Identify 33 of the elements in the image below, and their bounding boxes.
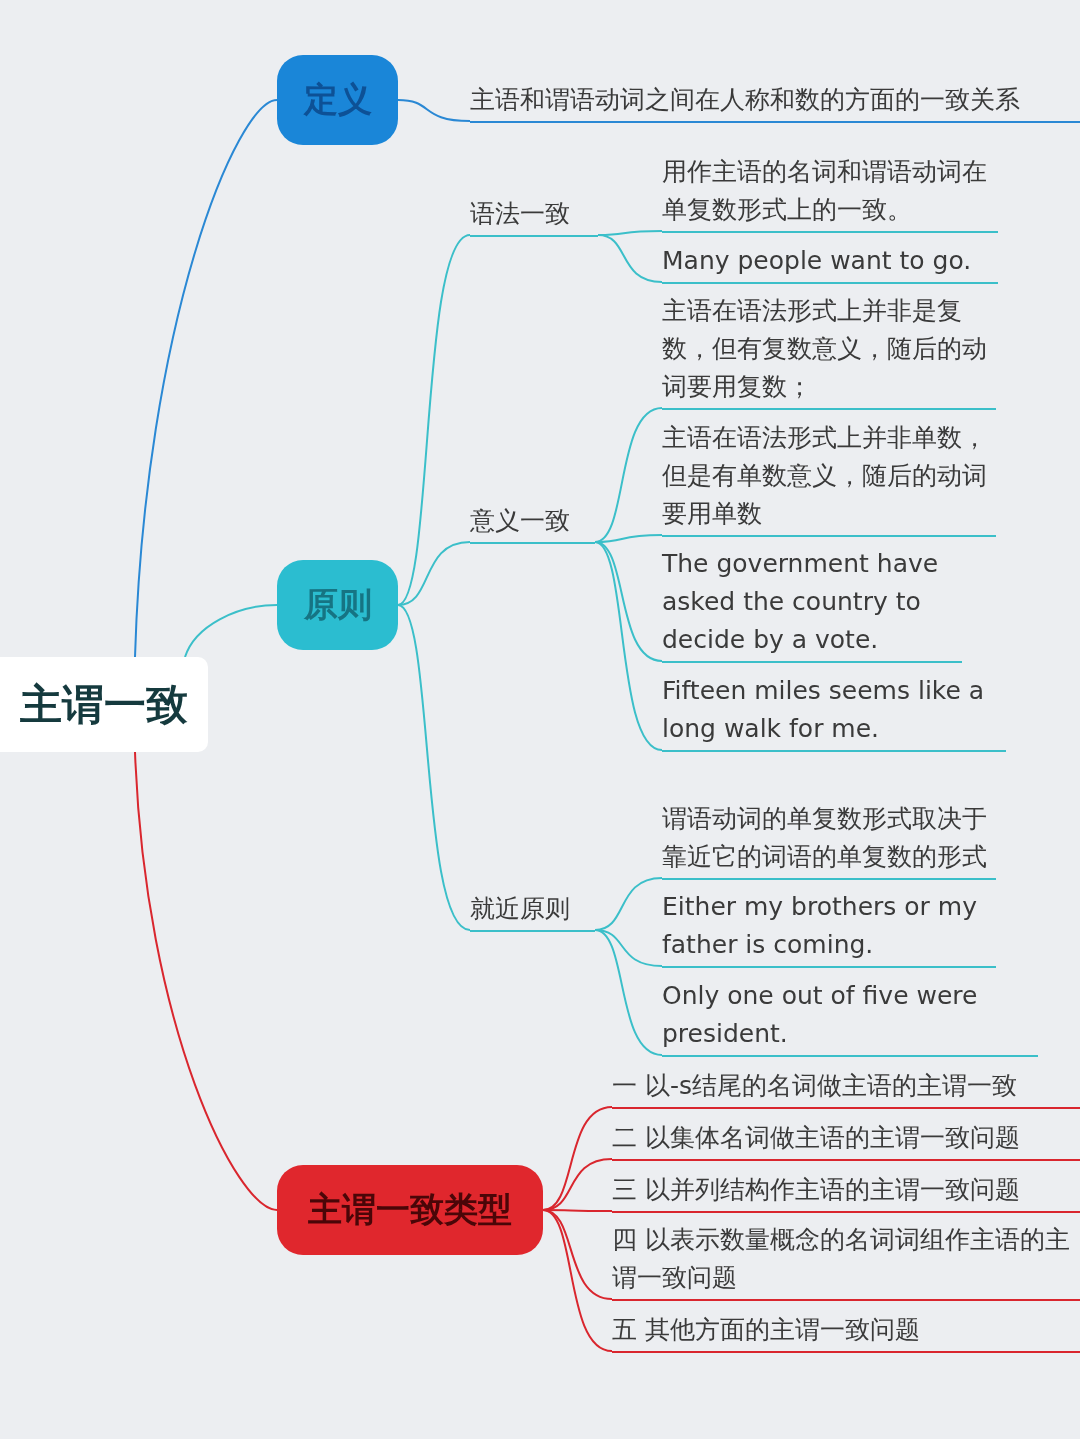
branch-text: 主语在语法形式上并非单数，但是有单数意义，随后的动词要用单数 (662, 419, 996, 537)
connector-line (134, 99, 278, 658)
topic-pill: 主谓一致类型 (277, 1165, 543, 1255)
branch-text: The government have asked the country to decide by a vote. (662, 545, 962, 663)
connector-line (594, 929, 663, 1056)
branch-text: Either my brothers or my father is coming. (662, 888, 996, 968)
branch-text: Many people want to go. (662, 242, 998, 284)
branch-text: 主语在语法形式上并非是复数，但有复数意义，随后的动词要用复数； (662, 292, 996, 410)
branch-text: 意义一致 (470, 502, 595, 544)
topic-pill: 原则 (277, 560, 398, 650)
branch-text: Only one out of five were president. (662, 977, 1038, 1057)
branch-text: 四 以表示数量概念的名词词组作主语的主谓一致问题 (612, 1221, 1080, 1301)
connector-line (397, 541, 471, 606)
connector-line (542, 1209, 613, 1352)
branch-text: 谓语动词的单复数形式取决于靠近它的词语的单复数的形式 (662, 800, 996, 880)
connector-line (597, 234, 663, 283)
connector-line (594, 541, 663, 751)
branch-text: 就近原则 (470, 890, 595, 932)
branch-text: 二 以集体名词做主语的主谓一致问题 (612, 1119, 1080, 1161)
branch-text: Fifteen miles seems like a long walk for me. (662, 672, 1006, 752)
connector-line (397, 234, 471, 606)
connector-line (397, 604, 471, 931)
branch-text: 主语和谓语动词之间在人称和数的方面的一致关系 (470, 81, 1080, 123)
branch-text: 三 以并列结构作主语的主谓一致问题 (612, 1171, 1080, 1213)
topic-pill: 定义 (277, 55, 398, 145)
branch-text: 五 其他方面的主谓一致问题 (612, 1311, 1080, 1353)
connector-line (397, 99, 471, 122)
branch-text: 语法一致 (470, 195, 598, 237)
branch-text: 一 以-s结尾的名词做主语的主谓一致 (612, 1067, 1080, 1109)
central-topic-box: 主谓一致 (0, 657, 208, 752)
connector-line (134, 751, 278, 1211)
connector-line (184, 604, 278, 658)
branch-text: 用作主语的名词和谓语动词在单复数形式上的一致。 (662, 153, 998, 233)
